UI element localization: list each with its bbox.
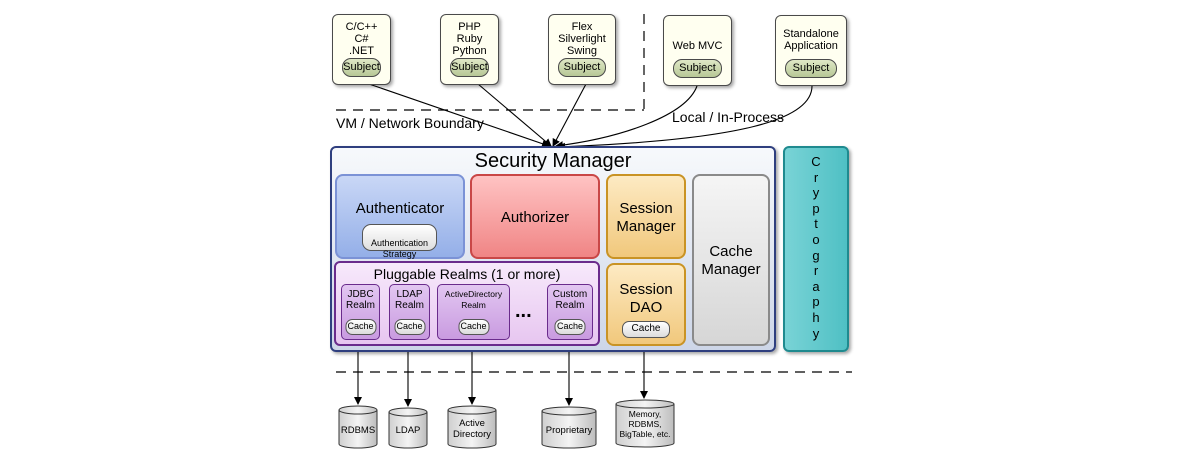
db-active-directory [447, 410, 497, 449]
datastore-label-proprietary: Proprietary [545, 425, 593, 436]
cache-manager: Cache Manager [692, 174, 770, 346]
realm-cache: Cache [345, 319, 376, 335]
session-dao-label: Session DAO [619, 281, 673, 316]
cache-manager-label: Cache Manager [701, 243, 761, 278]
arrow-client-3 [552, 83, 587, 147]
db-memory [615, 404, 675, 448]
realm-label: Custom Realm [552, 289, 588, 311]
local-in-process-label: Local / In-Process [672, 109, 785, 125]
db-ldap [388, 412, 428, 449]
realm-cache: Cache [458, 319, 489, 335]
client-label: C/C++ C# .NET [345, 21, 378, 57]
subject-pill: Subject [342, 58, 381, 77]
subject-pill: Subject [558, 58, 606, 77]
realm-ldap: LDAP Realm Cache [389, 284, 430, 340]
authentication-strategy-label: Authentication Strategy [370, 238, 429, 259]
pluggable-realms-title: Pluggable Realms (1 or more) [373, 266, 561, 282]
client-label: PHP Ruby Python [452, 21, 487, 57]
arrow-client-4 [555, 85, 698, 150]
session-manager-label: Session Manager [616, 200, 676, 235]
client-web-mvc: Web MVC Subject [663, 15, 732, 86]
client-label: Web MVC [672, 40, 723, 52]
session-dao: Session DAO Cache [606, 263, 686, 346]
authorizer: Authorizer [470, 174, 600, 259]
arrow-client-5 [557, 85, 813, 151]
subject-pill: Subject [785, 59, 837, 78]
client-scripting: PHP Ruby Python Subject [440, 14, 499, 85]
realm-active-directory: ActiveDirectory Realm Cache [437, 284, 510, 340]
db-rdbms [338, 410, 378, 449]
subject-pill: Subject [450, 58, 489, 77]
client-rich-ui: Flex Silverlight Swing Subject [548, 14, 616, 85]
datastore-label-active-directory: Active Directory [452, 418, 491, 440]
datastore-label-memory: Memory, RDBMS, BigTable, etc. [619, 409, 671, 439]
realm-label: ActiveDirectory Realm [444, 289, 503, 310]
authenticator-label: Authenticator [355, 200, 445, 217]
security-manager-title: Security Manager [474, 150, 632, 172]
arrow-client-1 [368, 83, 550, 148]
authentication-strategy: Authentication Strategy [362, 224, 437, 259]
realm-label: JDBC Realm [346, 289, 375, 311]
realm-cache: Cache [394, 319, 425, 335]
realm-custom: Custom Realm Cache [547, 284, 593, 340]
realms-ellipsis: ... [515, 300, 532, 322]
client-native: C/C++ C# .NET Subject [332, 14, 391, 85]
realm-label: LDAP Realm [395, 289, 424, 311]
authenticator: Authenticator Authentication Strategy [335, 174, 465, 259]
vm-network-boundary-label: VM / Network Boundary [336, 115, 484, 131]
session-dao-cache: Cache [622, 321, 670, 338]
session-manager: Session Manager [606, 174, 686, 259]
realm-jdbc: JDBC Realm Cache [341, 284, 380, 340]
client-standalone: Standalone Application Subject [775, 15, 847, 86]
db-proprietary [541, 411, 597, 449]
subject-pill: Subject [673, 59, 722, 78]
realm-cache: Cache [554, 319, 586, 335]
client-label: Flex Silverlight Swing [558, 21, 606, 57]
datastore-label-rdbms: RDBMS [340, 425, 376, 436]
datastore-label-ldap: LDAP [395, 425, 421, 436]
arrow-client-2 [477, 83, 552, 147]
authorizer-label: Authorizer [500, 209, 570, 226]
client-label: Standalone Application [783, 28, 839, 52]
